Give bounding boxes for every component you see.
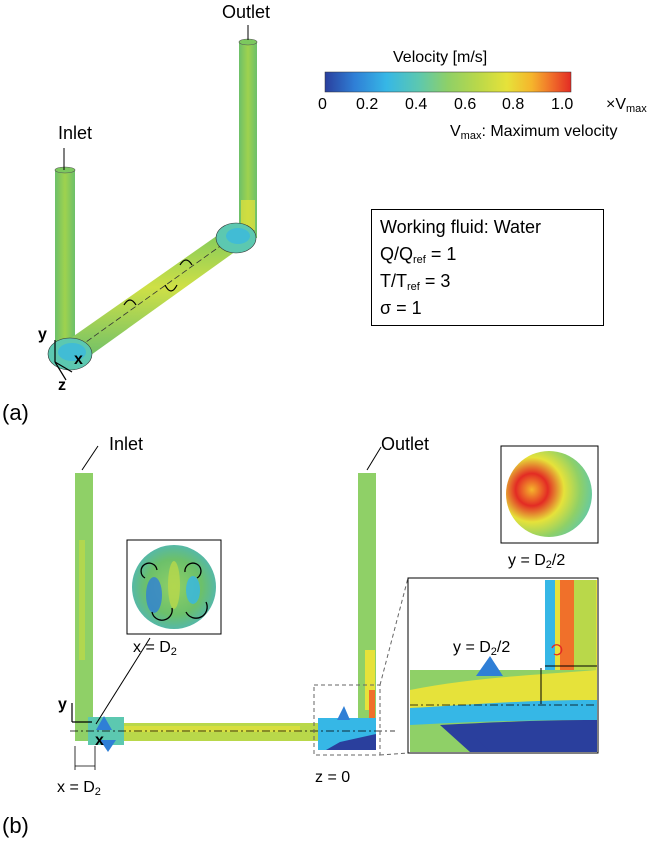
colorbar-tick-4: 0.8: [502, 96, 525, 113]
info-box: Working fluid: Water Q/Qref = 1 T/Tref =…: [371, 209, 604, 326]
cross-section-yD2: [506, 451, 592, 537]
colorbar-tick-2: 0.4: [405, 96, 428, 113]
colorbar-tick-1: 0.2: [356, 96, 379, 113]
yD2-inset-label: y = D2/2: [453, 639, 511, 658]
zoom-region: [313, 684, 381, 756]
panel-label-b: (b): [2, 813, 29, 838]
outlet-label-a: Outlet: [222, 2, 271, 22]
outlet-label-b: Outlet: [381, 434, 430, 454]
colorbar-unit: ×Vmax: [606, 96, 647, 115]
axis-triad-a: [54, 340, 73, 381]
vmax-note: Vmax: Maximum velocity: [450, 123, 618, 142]
inlet-label-b: Inlet: [109, 434, 144, 454]
panel-label-a: (a): [2, 400, 29, 425]
inlet-label-a: Inlet: [58, 123, 93, 143]
colorbar-title: Velocity [m/s]: [393, 49, 488, 66]
colorbar-tick-5: 1.0: [551, 96, 574, 113]
axis-x-label-b: x: [95, 732, 104, 749]
axis-y-label-b: y: [58, 696, 67, 713]
axis-x-label-a: x: [74, 351, 83, 368]
info-fluid: Working fluid: Water: [380, 217, 542, 237]
pipe-section: [70, 473, 395, 752]
axis-y-label-a: y: [38, 326, 47, 343]
info-temp-ratio: T/Tref = 3: [380, 271, 451, 293]
colorbar-tick-0: 0: [318, 96, 327, 113]
yD2-top-label: y = D2/2: [508, 552, 566, 571]
axis-triad-b: [71, 703, 92, 723]
axis-z-label-a: z: [58, 377, 66, 394]
pipe-3d: [47, 38, 258, 371]
z0-label: z = 0: [315, 769, 351, 786]
colorbar-tick-3: 0.6: [454, 96, 477, 113]
zoom-inset: [410, 580, 597, 752]
colorbar: [324, 71, 572, 93]
info-flow-ratio: Q/Qref = 1: [380, 244, 457, 266]
info-sigma: σ = 1: [380, 298, 422, 318]
xD2-bottom-label: x = D2: [57, 779, 101, 798]
xD2-inset-label: x = D2: [133, 639, 177, 658]
